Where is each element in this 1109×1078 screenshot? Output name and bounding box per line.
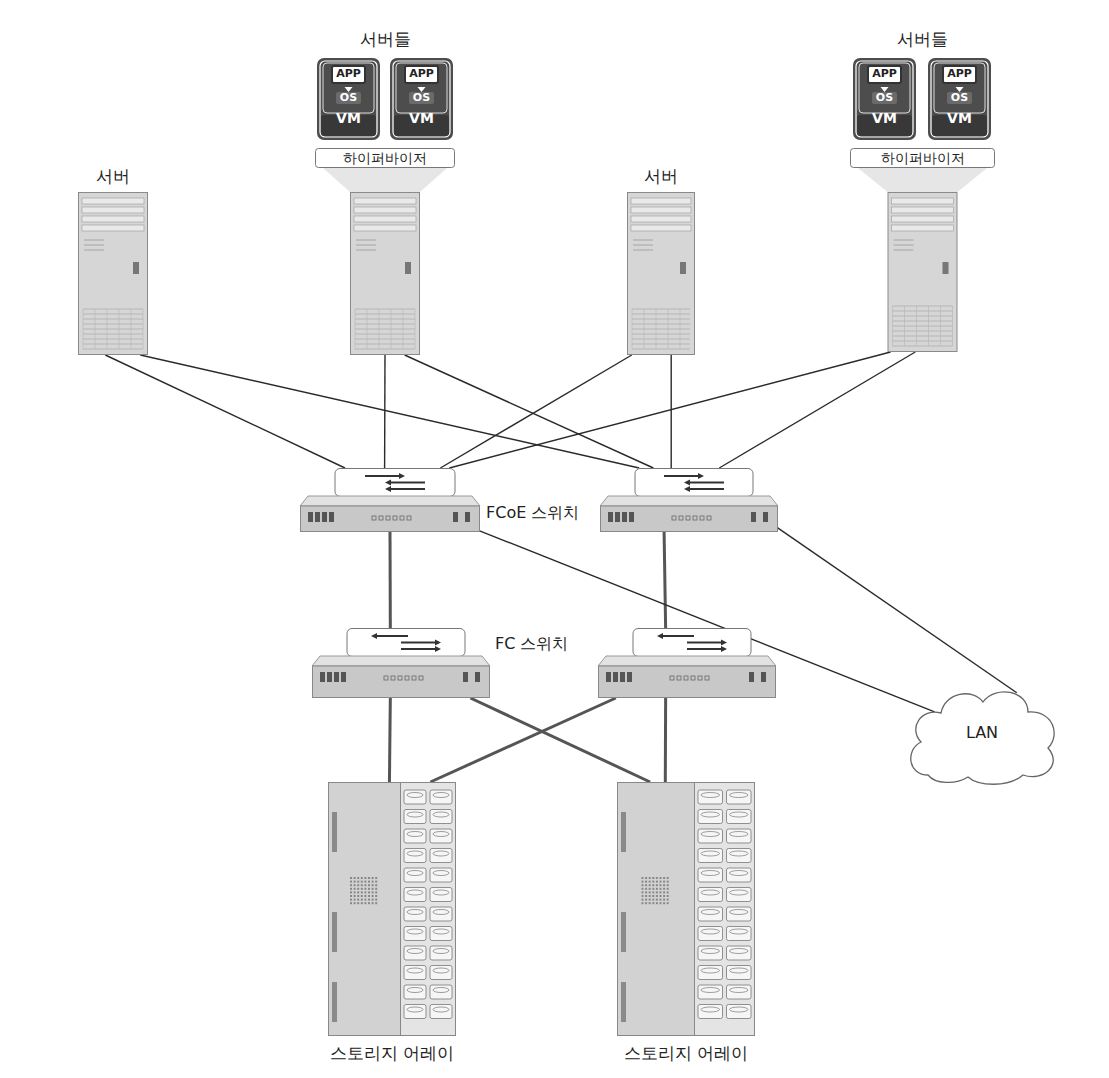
connector: [449, 352, 890, 468]
connector: [384, 355, 386, 468]
fcoe-switch-graphic: [600, 468, 778, 532]
virtual-machine: APP OS VM: [317, 58, 380, 140]
vm-layer-label: OS: [872, 92, 897, 105]
connector: [664, 698, 667, 782]
server-tower-graphic: [627, 192, 695, 355]
fcoe-switch: [600, 468, 778, 532]
storage-label: 스토리지 어레이: [330, 1044, 454, 1064]
connector: [140, 355, 639, 468]
connector: [105, 355, 345, 468]
virtualized-server: 서버들APPOSVMAPPOSVM하이퍼바이저: [315, 55, 455, 355]
lan-cloud: LAN: [903, 680, 1061, 786]
connector: [470, 698, 650, 782]
hypervisor-label: 하이퍼바이저: [343, 150, 427, 166]
vm-layer-label: VM: [336, 110, 361, 126]
vm-layer-label: OS: [409, 92, 434, 105]
vm-layer-label: APP: [942, 65, 977, 84]
connector: [430, 698, 615, 782]
fc-switch: [598, 628, 776, 698]
virtual-machine: APP OS VM: [853, 58, 916, 140]
connector: [664, 532, 666, 628]
virtual-machine: APP OS VM: [928, 58, 991, 140]
fc-switch: FC 스위치: [312, 628, 490, 698]
fc-switch-graphic: [598, 628, 776, 698]
storage-array-graphic: [617, 782, 755, 1036]
fcoe-switch: FCoE 스위치: [300, 468, 480, 532]
connector: [388, 698, 392, 782]
vm-layer-label: VM: [872, 110, 897, 126]
server-label: 서버들: [897, 30, 948, 50]
server-tower: 서버: [78, 192, 148, 355]
fc-switch-graphic: [312, 628, 490, 698]
storage-array: 스토리지 어레이: [617, 782, 755, 1036]
connector: [719, 352, 915, 468]
hypervisor-box: 하이퍼바이저: [315, 148, 455, 168]
hypervisor-label: 하이퍼바이저: [881, 150, 965, 166]
switch-label: FC 스위치: [495, 635, 568, 653]
vm-layer-label: APP: [331, 65, 366, 84]
vm-layer-label: OS: [336, 92, 361, 105]
connector: [671, 355, 672, 468]
server-label: 서버들: [360, 30, 411, 50]
virtualized-server: 서버들APPOSVMAPPOSVM하이퍼바이저: [850, 55, 995, 352]
network-label: LAN: [966, 724, 998, 742]
storage-array: 스토리지 어레이: [328, 782, 456, 1036]
server-tower-graphic: [78, 192, 148, 355]
virtual-machine: APP OS VM: [390, 58, 453, 140]
hypervisor-box: 하이퍼바이저: [850, 148, 995, 168]
connector: [774, 526, 1016, 693]
vm-layer-label: APP: [867, 65, 902, 84]
switch-label: FCoE 스위치: [486, 504, 579, 522]
connector: [405, 355, 654, 468]
fcoe-switch-graphic: [300, 468, 480, 532]
server-label: 서버: [96, 167, 130, 187]
connector: [389, 532, 392, 628]
connector: [440, 355, 631, 468]
storage-label: 스토리지 어레이: [624, 1044, 748, 1064]
storage-array-graphic: [328, 782, 456, 1036]
vm-layer-label: OS: [947, 92, 972, 105]
connector: [475, 529, 935, 712]
vm-layer-label: VM: [947, 110, 972, 126]
server-tower: 서버: [627, 192, 695, 355]
server-label: 서버: [644, 167, 678, 187]
vm-layer-label: VM: [409, 110, 434, 126]
vm-layer-label: APP: [404, 65, 439, 84]
